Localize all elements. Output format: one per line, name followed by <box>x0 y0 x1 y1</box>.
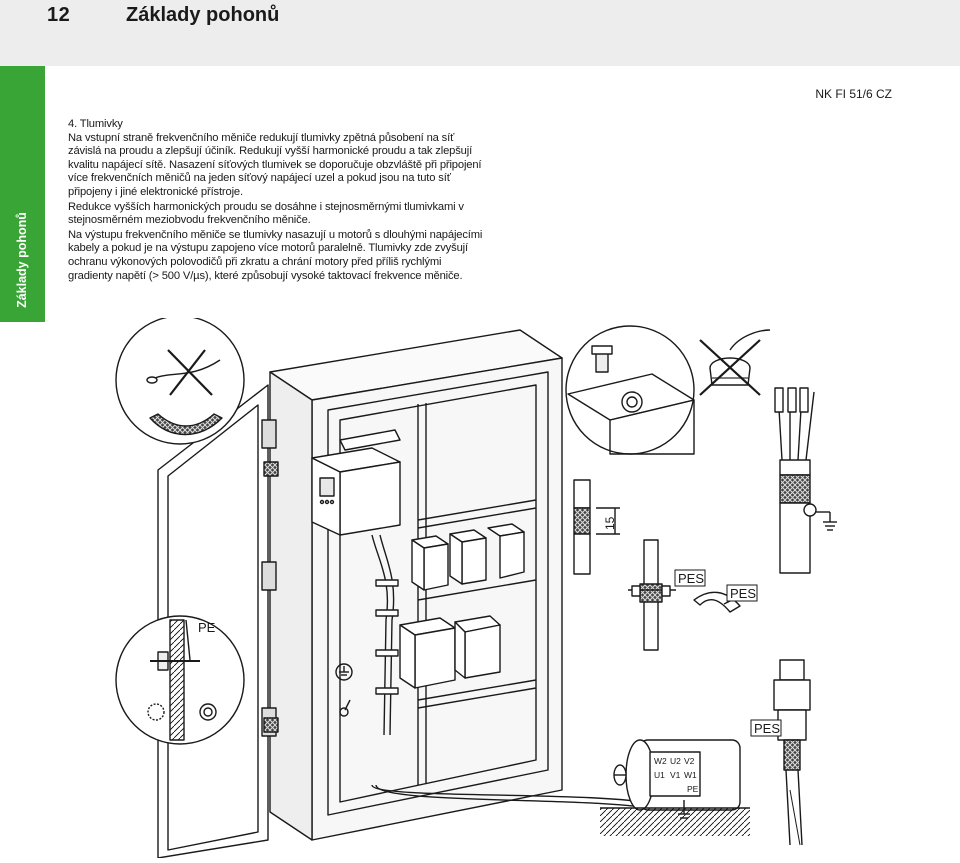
internal-cables <box>339 534 395 736</box>
dimension-detail <box>573 479 620 575</box>
installation-illustration: PE PES PES PES 15 W2 U2 V2 U1 V1 W1 PE <box>110 315 960 859</box>
chapter-side-label: Základy pohonů <box>15 212 29 308</box>
body-text: 4. Tlumivky Na vstupní straně frekvenční… <box>68 118 488 284</box>
terminal-u1: U1 <box>654 770 665 780</box>
motor-gland-detail <box>751 659 811 846</box>
pes-clamp-detail <box>628 539 741 651</box>
page-number: 12 <box>47 4 71 26</box>
detail-circle-pe-bolt <box>115 615 245 745</box>
ground-symbol-inside <box>335 663 353 681</box>
page-title: Základy pohonů <box>126 4 280 26</box>
paragraph-1: Na vstupní straně frekvenčního měniče re… <box>68 131 482 198</box>
pes-label-2: PES <box>730 586 756 601</box>
motor-cable <box>371 784 661 806</box>
chapter-side-tab[interactable]: Základy pohonů <box>0 66 45 322</box>
frequency-inverter <box>311 429 401 536</box>
pes-label-3: PES <box>754 721 780 736</box>
wrong-connection-icon <box>699 329 771 396</box>
terminal-w1: W1 <box>684 770 697 780</box>
emc-cabinet-drawing: PE PES PES PES 15 W2 U2 V2 U1 V1 W1 PE <box>115 315 837 859</box>
paragraph-2: Redukce vyšších harmonických proudu se d… <box>68 200 464 227</box>
cable-prep-detail <box>774 387 837 574</box>
chokes <box>399 523 525 689</box>
detail-circle-gland <box>565 325 695 455</box>
terminal-v2: V2 <box>684 756 695 766</box>
pes-label-1: PES <box>678 571 704 586</box>
terminal-u2: U2 <box>670 756 681 766</box>
section-heading: 4. Tlumivky <box>68 118 123 130</box>
dimension-label: 15 <box>603 516 617 530</box>
cable-clamps <box>375 579 399 695</box>
terminal-w2: W2 <box>654 756 667 766</box>
terminal-board: W2 U2 V2 U1 V1 W1 PE <box>654 756 699 794</box>
page-header: 12 Základy pohonů <box>0 0 960 66</box>
pe-label: PE <box>198 620 216 635</box>
paragraph-3: Na výstupu frekvenčního měniče se tlumiv… <box>68 228 483 282</box>
motor <box>600 739 750 836</box>
document-reference: NK FI 51/6 CZ <box>815 87 892 101</box>
detail-circle-braid-wrong <box>115 315 245 445</box>
terminal-v1: V1 <box>670 770 681 780</box>
terminal-pe: PE <box>687 784 699 794</box>
